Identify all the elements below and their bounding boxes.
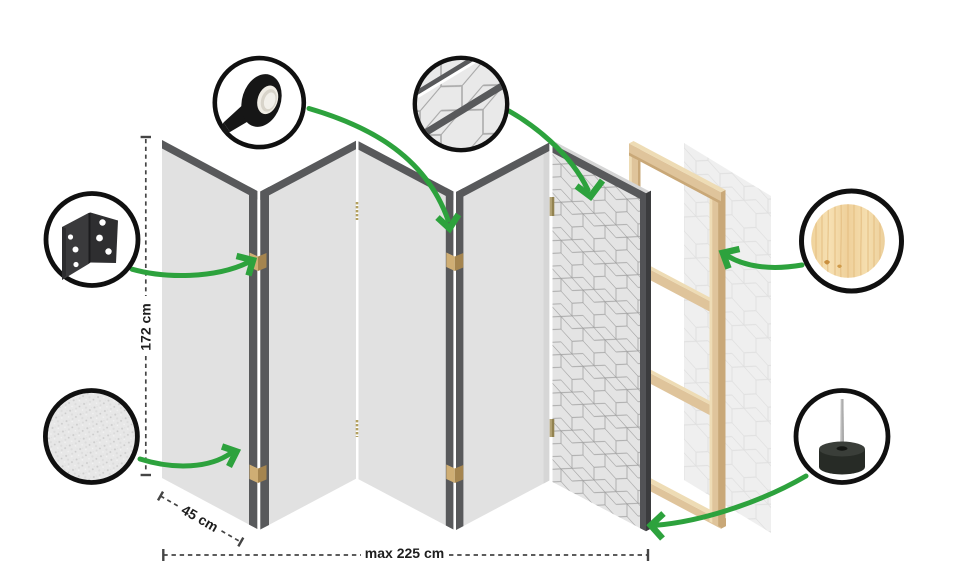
svg-text:max 225 cm: max 225 cm <box>365 545 444 561</box>
svg-text:172 cm: 172 cm <box>138 303 154 350</box>
svg-text:45 cm: 45 cm <box>179 501 221 535</box>
